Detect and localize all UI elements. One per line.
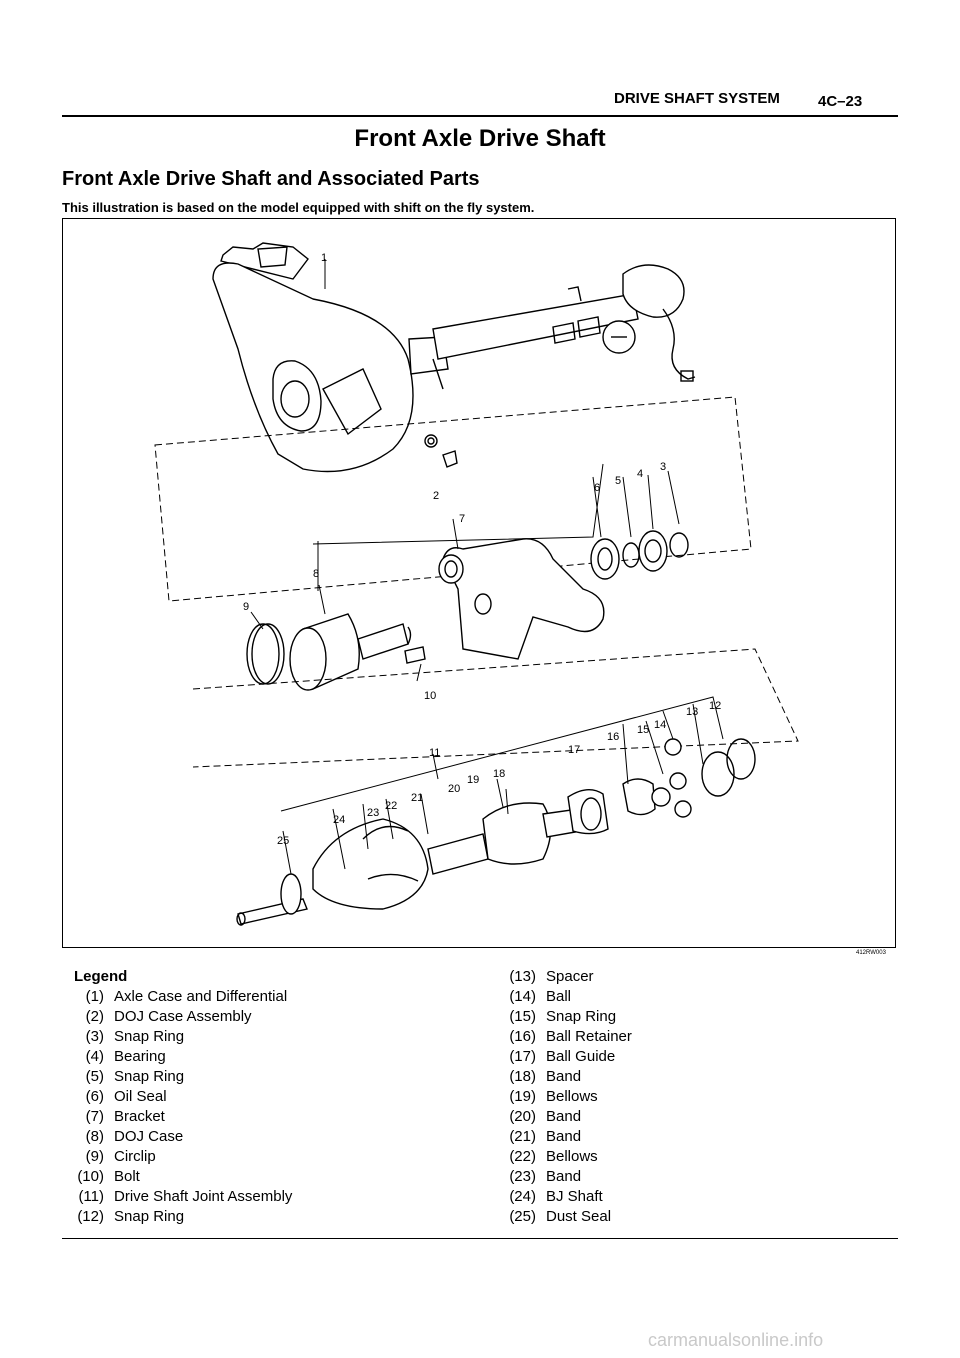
callout-10: 10 (424, 690, 436, 702)
exploded-plane-upper (154, 396, 752, 602)
callout-14: 14 (654, 719, 666, 731)
bracket-drawing (438, 538, 605, 660)
legend-item: (9)Circlip (85, 1148, 156, 1165)
legend-right-column: (13)Spacer (14)Ball (15)Snap Ring (16)Ba… (494, 967, 632, 1227)
callout-12: 12 (709, 700, 721, 712)
legend-item: (12)Snap Ring (77, 1208, 185, 1225)
callout-3: 3 (660, 461, 666, 473)
legend-item: (18)Band (509, 1068, 582, 1085)
exploded-view-drawing: 1 2 3 4 5 6 7 8 9 10 11 12 13 14 15 16 1… (154, 242, 799, 926)
callout-22: 22 (385, 800, 397, 812)
leader-lines (250, 259, 724, 875)
legend-item: (16)Ball Retainer (509, 1028, 632, 1045)
callout-21: 21 (411, 792, 423, 804)
figure-code: 412RW003 (856, 950, 886, 956)
legend-item: (17)Ball Guide (509, 1048, 616, 1065)
callout-13: 13 (686, 706, 698, 718)
callout-15: 15 (637, 724, 649, 736)
section-title: DRIVE SHAFT SYSTEM (614, 90, 780, 107)
legend-item: (21)Band (509, 1128, 582, 1145)
legend-item: (13)Spacer (509, 968, 594, 985)
callout-1: 1 (321, 252, 327, 264)
callout-2: 2 (433, 490, 439, 502)
legend-item: (3)Snap Ring (85, 1028, 185, 1045)
exploded-view-figure: 1 2 3 4 5 6 7 8 9 10 11 12 13 14 15 16 1… (62, 218, 896, 948)
callout-7: 7 (459, 513, 465, 525)
callout-25: 25 (277, 835, 289, 847)
legend-item: (14)Ball (509, 988, 572, 1005)
watermark: carmanualsonline.info (648, 1330, 824, 1350)
callout-20: 20 (448, 783, 460, 795)
legend-item: (2)DOJ Case Assembly (85, 1008, 252, 1025)
legend-item: (6)Oil Seal (85, 1088, 167, 1105)
axle-case-drawing (212, 242, 696, 473)
footer-rule (62, 1238, 898, 1239)
page-subtitle: Front Axle Drive Shaft and Associated Pa… (62, 168, 480, 190)
seal-bearing-drawing (590, 530, 689, 580)
exploded-plane-lower (192, 648, 799, 768)
callout-19: 19 (467, 774, 479, 786)
legend-item: (24)BJ Shaft (509, 1188, 603, 1205)
legend-left-column: (1)Axle Case and Differential (2)DOJ Cas… (62, 987, 292, 1227)
drive-shaft-joint-drawing (236, 738, 756, 926)
legend-item: (15)Snap Ring (509, 1008, 617, 1025)
legend-item: (22)Bellows (509, 1148, 598, 1165)
callout-17: 17 (568, 744, 580, 756)
callout-8: 8 (313, 568, 319, 580)
callout-9: 9 (243, 601, 249, 613)
legend-item: (7)Bracket (85, 1108, 165, 1125)
illustration-note: This illustration is based on the model … (62, 200, 535, 215)
callout-11: 11 (429, 747, 440, 759)
callout-16: 16 (607, 731, 619, 743)
legend-item: (1)Axle Case and Differential (85, 988, 288, 1005)
legend-item: (8)DOJ Case (85, 1128, 184, 1145)
callout-18: 18 (493, 768, 505, 780)
callout-5: 5 (615, 475, 621, 487)
legend-item: (25)Dust Seal (509, 1208, 612, 1225)
callout-23: 23 (367, 807, 379, 819)
legend-item: (11)Drive Shaft Joint Assembly (78, 1188, 293, 1205)
header-rule (62, 115, 898, 117)
legend-item: (5)Snap Ring (85, 1068, 185, 1085)
legend-title: Legend (74, 968, 128, 985)
legend-item: (19)Bellows (509, 1088, 598, 1105)
callout-6: 6 (594, 482, 600, 494)
callout-24: 24 (333, 814, 345, 826)
legend-item: (23)Band (509, 1168, 582, 1185)
legend-item: (4)Bearing (85, 1048, 166, 1065)
page-title: Front Axle Drive Shaft (354, 125, 606, 152)
callout-4: 4 (637, 468, 643, 480)
legend-item: (20)Band (509, 1108, 582, 1125)
legend-item: (10)Bolt (77, 1168, 140, 1185)
page-number: 4C–23 (818, 93, 863, 110)
